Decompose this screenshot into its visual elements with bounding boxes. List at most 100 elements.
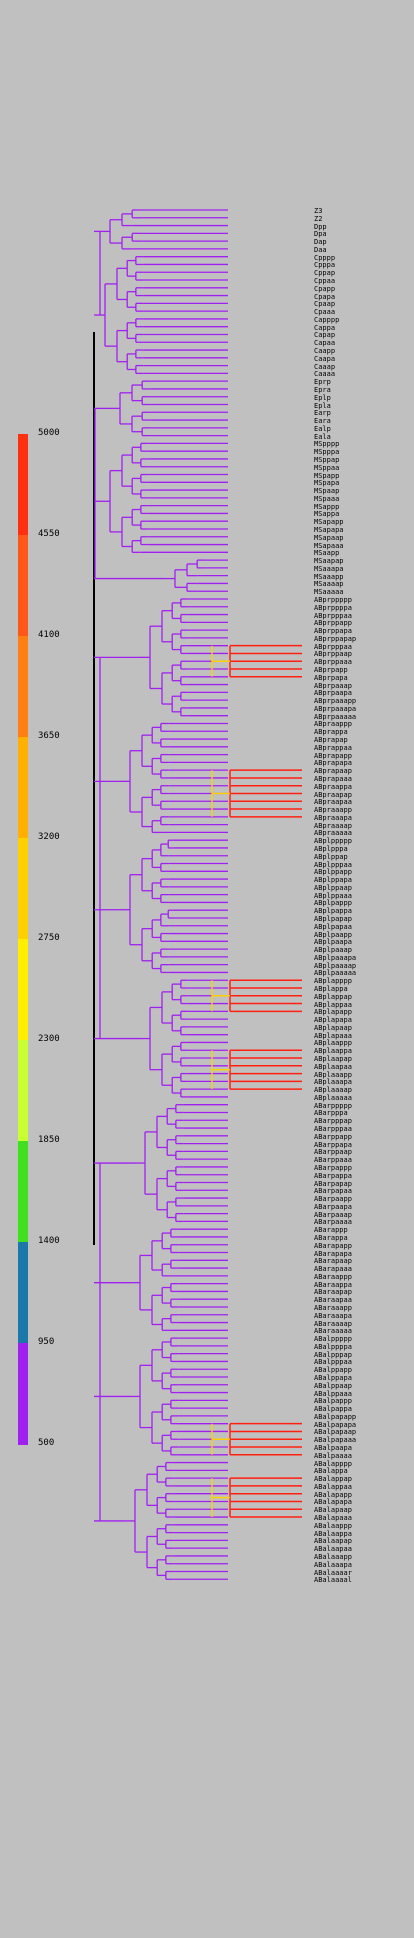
leaf-label: MSappa [314,510,340,519]
leaf-label: ABplapapa [314,1016,352,1025]
leaf-label: ABalpapaap [314,1428,357,1437]
leaf-label: ABplpaaaap [314,961,357,970]
leaf-label: ABprappa [314,728,348,737]
leaf-label: ABplpapaa [314,922,352,931]
leaf-label: ABalapaap [314,1506,352,1515]
leaf-label: MSpaap [314,487,340,496]
leaf-label: ABprpaaapa [314,704,357,713]
scale-segment [18,434,28,536]
leaf-label: Dap [314,238,327,247]
leaf-label: ABarpppaa [314,1125,352,1134]
leaf-label: ABplaappp [314,1039,352,1048]
leaf-label: ABplpapap [314,914,352,923]
leaf-label: ABprpaaap [314,681,352,690]
leaf-label: ABalpppaa [314,1358,352,1367]
leaf-label: Caapp [314,347,336,356]
scale-segment [18,838,28,940]
leaf-label: MSppap [314,455,340,464]
leaf-label: ABarppaap [314,1148,352,1157]
leaf-label: ABpraappp [314,720,352,729]
leaf-label: MSapaap [314,533,344,542]
leaf-label: ABplaaapp [314,1070,352,1079]
leaf-label: Epla [314,401,331,410]
leaf-label: ABplappa [314,985,348,993]
leaf-label: Eala [314,432,331,441]
scale-tick-label: 3650 [38,731,60,741]
leaf-label: ABaraaaaa [314,1327,352,1336]
leaf-label: MSpapp [314,471,340,480]
leaf-label: MSapaaa [314,541,344,550]
leaf-label: ABprppppp [314,596,352,604]
leaf-label: ABalaaapp [314,1552,352,1561]
leaf-label: ABarppapp [314,1132,352,1141]
leaf-label: ABpraapaa [314,798,352,807]
leaf-label: Caaap [314,362,336,371]
leaf-label: ABalaapaa [314,1545,352,1554]
scale-tick-label: 4550 [38,529,60,539]
leaf-label: ABplaaaaa [314,1093,352,1102]
leaf-label: ABalppppp [314,1335,352,1344]
scale-tick-label: 1850 [38,1135,60,1145]
leaf-label: ABprpppaa [314,611,352,620]
leaf-label: ABplappaa [314,1000,352,1009]
leaf-label: ABprapaaa [314,774,352,783]
leaf-label: Z2 [314,214,323,223]
leaf-label: Eara [314,417,331,426]
leaf-label: ABarpaaaa [314,1218,352,1227]
leaf-label: ABplppap [314,852,348,861]
leaf-label: ABprapaap [314,767,352,776]
leaf-label: MSaaaaa [314,588,344,597]
leaf-label: ABarpppa [314,1109,348,1118]
leaf-label: ABplaaaap [314,1086,352,1095]
scale-tick-label: 2300 [38,1034,60,1044]
leaf-label: Cpapp [314,284,336,293]
leaf-label: Cpaap [314,300,336,309]
leaf-label: ABalppapp [314,1366,352,1375]
leaf-label: MSapapa [314,525,344,534]
leaf-label: ABplppaap [314,883,352,892]
leaf-label: MSppaa [314,463,340,472]
leaf-label: ABplpaaapa [314,953,357,962]
leaf-label: MSaaaap [314,580,344,589]
leaf-label: Cappa [314,323,336,332]
leaf-label: ABalaaapa [314,1560,352,1569]
leaf-label: Cpppp [314,253,336,262]
leaf-label: Cppap [314,269,336,278]
leaf-label: ABplaaapa [314,1078,352,1087]
leaf-label: ABpraappa [314,782,352,791]
scale-segment [18,1141,28,1243]
leaf-label: Capppp [314,315,340,324]
leaf-label: ABpraapap [314,790,352,799]
leaf-label: ABprapap [314,736,348,745]
leaf-label: Dpp [314,222,327,231]
leaf-label: ABprappaa [314,743,352,752]
leaf-label: MSaapap [314,557,344,566]
leaf-label: ABarpapaa [314,1187,352,1196]
scale-segment [18,636,28,738]
scale-segment [18,737,28,839]
leaf-label: MSaapp [314,549,340,558]
leaf-label: Caaaa [314,370,336,379]
leaf-label: Capap [314,331,336,340]
leaf-label: ABarpappa [314,1171,352,1180]
leaf-label: ABpraaapa [314,813,352,822]
leaf-label: ABalaaaar [314,1568,352,1577]
leaf-label: ABalppppa [314,1342,352,1351]
scale-segment [18,535,28,637]
leaf-label: ABplpaaap [314,946,352,955]
leaf-label: ABpraaapp [314,806,352,815]
leaf-label: MSaaapp [314,572,344,581]
leaf-label: ABaraaapa [314,1311,352,1320]
leaf-label: ABaraappa [314,1280,352,1289]
leaf-label: ABarpaaap [314,1210,352,1219]
leaf-label: ABarpppap [314,1117,352,1126]
leaf-label: ABarppaaa [314,1156,352,1165]
scale-tick-label: 500 [38,1438,55,1448]
leaf-label: MSaaapa [314,564,344,573]
leaf-label: ABalppapa [314,1374,352,1382]
scale-segment [18,939,28,1041]
leaf-label: ABalaappp [314,1521,352,1530]
leaf-label: ABaraaaap [314,1319,352,1328]
leaf-label: ABprppaaa [314,658,352,667]
